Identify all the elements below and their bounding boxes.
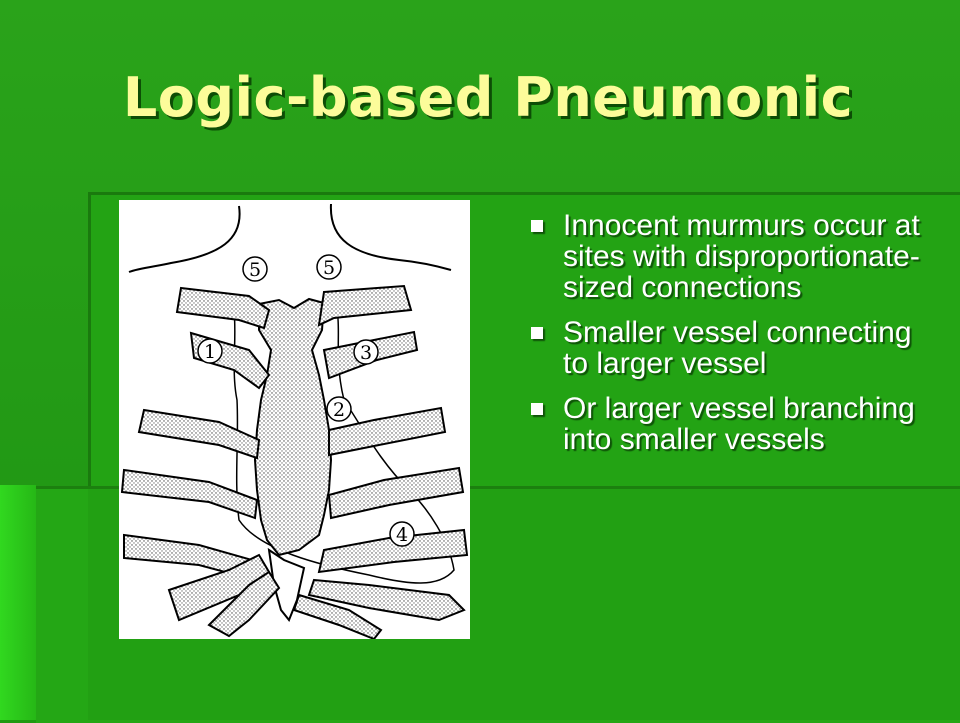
rib-left-7: [207, 570, 281, 638]
background-accent-strip: [0, 485, 36, 720]
rib-left-4: [120, 468, 259, 520]
slide-title: Logic-based Pneumonic: [122, 66, 854, 129]
square-bullet-icon: [531, 327, 543, 339]
rib-right-6: [307, 578, 466, 622]
heart-outline: [233, 309, 455, 584]
label-point-2: 2: [326, 396, 352, 422]
rib-right-3: [328, 406, 447, 457]
chest-auscultation-diagram: 5 5 1 3 2 4: [119, 200, 470, 639]
rib-right-5: [317, 528, 469, 574]
svg-text:2: 2: [333, 399, 345, 421]
rib-right-7: [292, 593, 383, 639]
square-bullet-icon: [531, 220, 543, 232]
neck-outline-left: [128, 205, 241, 273]
bullet-list: Innocent murmurs occur at sites with dis…: [530, 210, 930, 469]
bullet-item: Innocent murmurs occur at sites with dis…: [530, 210, 930, 303]
bullet-item: Smaller vessel connecting to larger vess…: [530, 317, 930, 379]
bullet-text: Innocent murmurs occur at sites with dis…: [563, 209, 920, 304]
square-bullet-icon: [531, 403, 543, 415]
chest-diagram-svg: 5 5 1 3 2 4: [120, 203, 469, 639]
svg-text:5: 5: [249, 259, 261, 281]
label-point-5-left: 5: [242, 256, 268, 282]
label-point-5-right: 5: [316, 254, 342, 280]
label-point-1: 1: [197, 338, 223, 364]
svg-text:5: 5: [323, 257, 335, 279]
label-point-3: 3: [353, 339, 379, 365]
bullet-item: Or larger vessel branching into smaller …: [530, 393, 930, 455]
rib-left-3: [137, 408, 261, 460]
bullet-text: Or larger vessel branching into smaller …: [563, 392, 915, 456]
svg-text:3: 3: [360, 342, 372, 364]
rib-right-4: [327, 466, 465, 520]
svg-text:1: 1: [204, 341, 216, 363]
rib-left-1: [175, 286, 271, 330]
bullet-text: Smaller vessel connecting to larger vess…: [563, 316, 912, 380]
rib-right-1: [317, 284, 413, 327]
label-point-4: 4: [389, 521, 415, 547]
svg-text:4: 4: [396, 524, 408, 546]
sternum: [253, 297, 333, 557]
neck-outline-right: [329, 203, 452, 271]
